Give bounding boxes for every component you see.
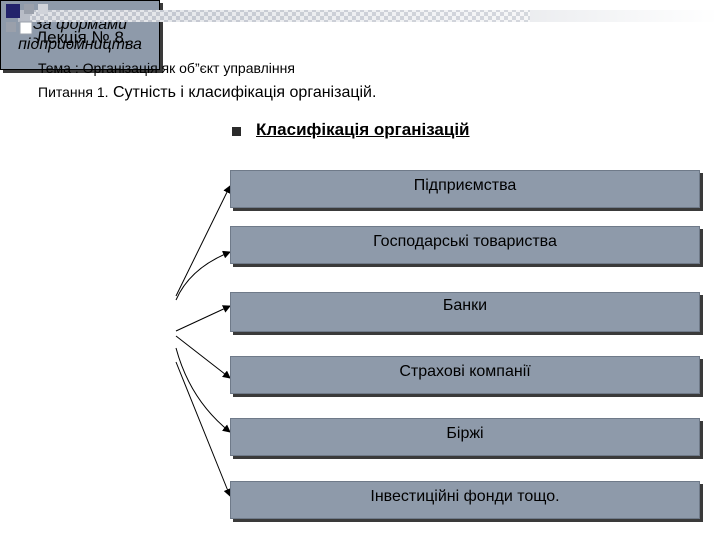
target-box-investment-funds: Інвестиційні фонди тощо. xyxy=(230,481,700,519)
target-box-label: Інвестиційні фонди тощо. xyxy=(370,488,560,505)
question-line: Питання 1. Сутність і класифікація орган… xyxy=(38,84,376,102)
arrow-to-target-3 xyxy=(175,305,231,332)
question-text: Сутність і класифікація організацій. xyxy=(113,84,377,101)
target-box-banks: Банки xyxy=(230,292,700,332)
target-box-label: Страхові компанії xyxy=(399,363,531,380)
bullet-square-icon xyxy=(232,127,241,136)
arrow-to-target-2 xyxy=(175,250,231,301)
arrow-to-target-1 xyxy=(175,185,231,297)
source-box-entrepreneurship-forms: За формами підприємництва xyxy=(0,0,160,70)
target-box-label: Підприємства xyxy=(413,177,517,194)
target-box-label: Банки xyxy=(442,297,488,314)
target-box-insurance-companies: Страхові компанії xyxy=(230,356,700,394)
target-box-business-partnerships: Господарські товариства xyxy=(230,226,700,264)
target-box-label: Господарські товариства xyxy=(373,233,557,250)
target-box-label: Біржі xyxy=(446,425,484,442)
arrow-to-target-4 xyxy=(175,335,231,379)
target-box-exchanges: Біржі xyxy=(230,418,700,456)
section-heading: Класифікація організацій xyxy=(256,120,470,139)
arrow-to-target-6 xyxy=(175,361,232,497)
topic-line: Тема : Організація як об”єкт управління xyxy=(38,60,295,76)
source-box-line-2: підприємництва xyxy=(18,36,142,53)
target-box-enterprises: Підприємства xyxy=(230,170,700,208)
lecture-title: Лекція № 8. xyxy=(36,28,129,47)
question-prefix: Питання 1. xyxy=(38,84,109,100)
arrow-to-target-5 xyxy=(175,347,231,433)
